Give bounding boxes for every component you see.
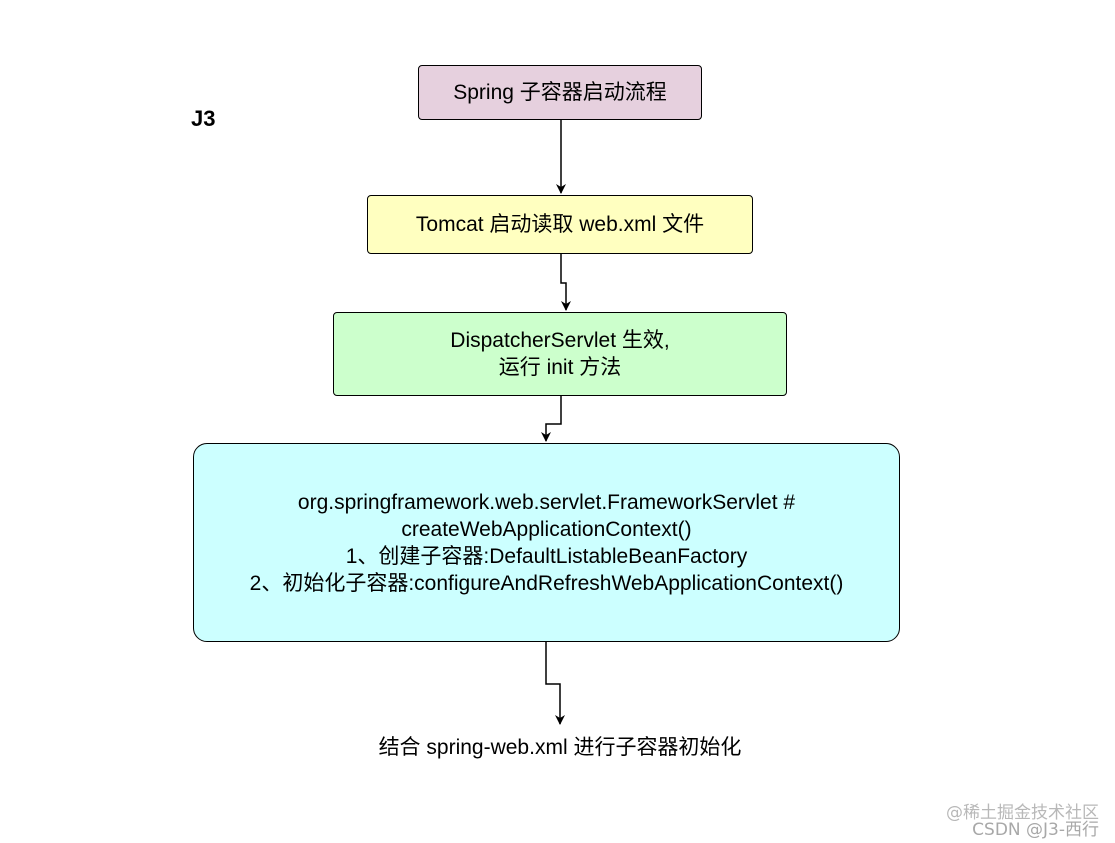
node-dispatcher-line: DispatcherServlet 生效, (450, 329, 670, 352)
node-tomcat-text: Tomcat 启动读取 web.xml 文件 (415, 213, 705, 236)
node-framework-line: createWebApplicationContext() (401, 517, 692, 541)
node-framework-line: 1、创建子容器:DefaultListableBeanFactory (345, 544, 748, 568)
watermark-juejin: @稀土掘金技术社区 (946, 803, 1099, 823)
arrow-dispatcher-to-framework (541, 396, 562, 442)
node-framework-line: 2、初始化子容器:configureAndRefreshWebApplicati… (249, 571, 844, 595)
node-dispatcher-line: 运行 init 方法 (498, 356, 622, 379)
node-framework: org.springframework.web.servlet.Framewor… (193, 443, 900, 642)
node-start: Spring 子容器启动流程 (418, 65, 702, 120)
diagram-label: J3 (191, 106, 216, 131)
node-tomcat: Tomcat 启动读取 web.xml 文件 (367, 195, 753, 254)
end-text: 结合 spring-web.xml 进行子容器初始化 (378, 736, 742, 759)
node-framework-line: org.springframework.web.servlet.Framewor… (297, 490, 796, 514)
watermark-csdn: CSDN @J3-西行 (972, 820, 1099, 840)
node-dispatcher: DispatcherServlet 生效, 运行 init 方法 (333, 312, 787, 396)
arrow-tomcat-to-dispatcher (560, 254, 571, 311)
node-start-text: Spring 子容器启动流程 (453, 81, 667, 104)
arrow-framework-to-end (545, 642, 565, 725)
